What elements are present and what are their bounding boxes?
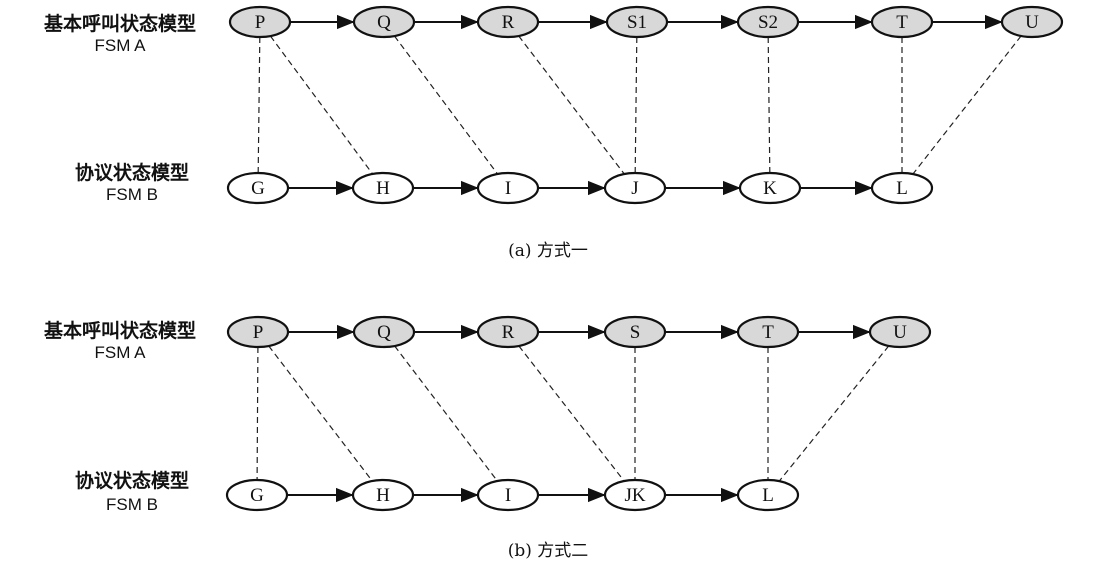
state-label: S2	[758, 12, 778, 33]
state-ellipse	[1000, 5, 1064, 39]
state-ellipse	[476, 171, 540, 205]
state-node-t: T	[736, 315, 800, 349]
state-label: P	[255, 12, 266, 33]
fsm-b-sub: FSM B	[106, 495, 158, 514]
state-ellipse	[736, 5, 800, 39]
mapping-line-u-l	[912, 35, 1022, 175]
state-label: R	[502, 322, 515, 343]
mapping-line-s1-j	[634, 36, 638, 174]
state-ellipse	[225, 478, 289, 512]
state-label: K	[763, 178, 777, 199]
state-ellipse	[351, 478, 415, 512]
state-label: H	[376, 485, 390, 506]
state-label: G	[250, 485, 264, 506]
state-label: JK	[624, 485, 645, 506]
diagram-b: 基本呼叫状态模型 FSM A 协议状态模型 FSM B P Q R S T U G H I JK L…	[43, 315, 932, 561]
fsm-a-sub: FSM A	[94, 36, 146, 55]
state-node-i: I	[476, 478, 540, 512]
state-node-r: R	[476, 315, 540, 349]
state-node-r: R	[476, 5, 540, 39]
state-ellipse	[228, 5, 292, 39]
fsm-b-sub: FSM B	[106, 185, 158, 204]
state-node-h: H	[351, 171, 415, 205]
state-node-i: I	[476, 171, 540, 205]
state-ellipse	[352, 315, 416, 349]
state-node-q: Q	[352, 315, 416, 349]
state-node-k: K	[738, 171, 802, 205]
state-ellipse	[738, 171, 802, 205]
state-label: U	[893, 322, 907, 343]
fsm-a-sub: FSM A	[94, 343, 146, 362]
state-ellipse	[603, 478, 667, 512]
state-label: G	[251, 178, 265, 199]
state-node-jk: JK	[603, 478, 667, 512]
fsm-b-label: 协议状态模型	[75, 469, 189, 492]
fsm-a-label: 基本呼叫状态模型	[43, 319, 196, 342]
state-node-s2: S2	[736, 5, 800, 39]
state-node-s: S	[603, 315, 667, 349]
state-node-u: U	[868, 315, 932, 349]
state-label: P	[253, 322, 264, 343]
state-ellipse	[868, 315, 932, 349]
state-ellipse	[226, 171, 290, 205]
fsm-a-label: 基本呼叫状态模型	[43, 12, 196, 35]
state-node-t: T	[870, 5, 934, 39]
state-ellipse	[226, 315, 290, 349]
state-ellipse	[351, 171, 415, 205]
state-ellipse	[870, 171, 934, 205]
state-label: I	[505, 178, 511, 199]
state-ellipse	[605, 5, 669, 39]
state-label: L	[896, 178, 908, 199]
state-label: T	[896, 12, 908, 33]
state-node-s1: S1	[605, 5, 669, 39]
state-node-g: G	[226, 171, 290, 205]
caption-a: (a) 方式一	[508, 241, 588, 261]
state-ellipse	[736, 478, 800, 512]
state-label: L	[762, 485, 774, 506]
state-node-g: G	[225, 478, 289, 512]
state-label: U	[1025, 12, 1039, 33]
state-ellipse	[352, 5, 416, 39]
state-label: S1	[627, 12, 647, 33]
state-ellipse	[476, 478, 540, 512]
caption-b: (b) 方式二	[508, 541, 589, 561]
mapping-line-q-i	[394, 345, 498, 482]
state-label: S	[630, 322, 641, 343]
state-label: J	[631, 178, 638, 199]
diagram-a: 基本呼叫状态模型 FSM A 协议状态模型 FSM B P Q R S1 S2 T U G H I…	[43, 5, 1064, 261]
mapping-line-p-h	[269, 35, 374, 175]
state-label: H	[376, 178, 390, 199]
fsm-b-label: 协议状态模型	[75, 161, 189, 184]
mapping-line-q-i	[394, 35, 498, 175]
mapping-line-r-jk	[518, 345, 625, 482]
state-node-q: Q	[352, 5, 416, 39]
mapping-line-p-h	[268, 345, 373, 482]
state-ellipse	[476, 5, 540, 39]
state-label: R	[502, 12, 515, 33]
state-node-p: P	[228, 5, 292, 39]
state-node-l: L	[870, 171, 934, 205]
state-label: T	[762, 322, 774, 343]
state-label: I	[505, 485, 511, 506]
mapping-line-u-l	[778, 345, 890, 482]
state-node-h: H	[351, 478, 415, 512]
mapping-line-r-j	[518, 35, 625, 175]
state-node-u: U	[1000, 5, 1064, 39]
mapping-line-p-g	[257, 36, 261, 174]
state-ellipse	[736, 315, 800, 349]
state-node-l: L	[736, 478, 800, 512]
state-node-j: J	[603, 171, 667, 205]
mapping-line-s2-k	[767, 36, 771, 174]
state-ellipse	[870, 5, 934, 39]
state-node-p: P	[226, 315, 290, 349]
state-label: Q	[377, 322, 391, 343]
mapping-line-p-g	[256, 346, 259, 481]
state-label: Q	[377, 12, 391, 33]
state-ellipse	[476, 315, 540, 349]
state-ellipse	[603, 315, 667, 349]
state-ellipse	[603, 171, 667, 205]
